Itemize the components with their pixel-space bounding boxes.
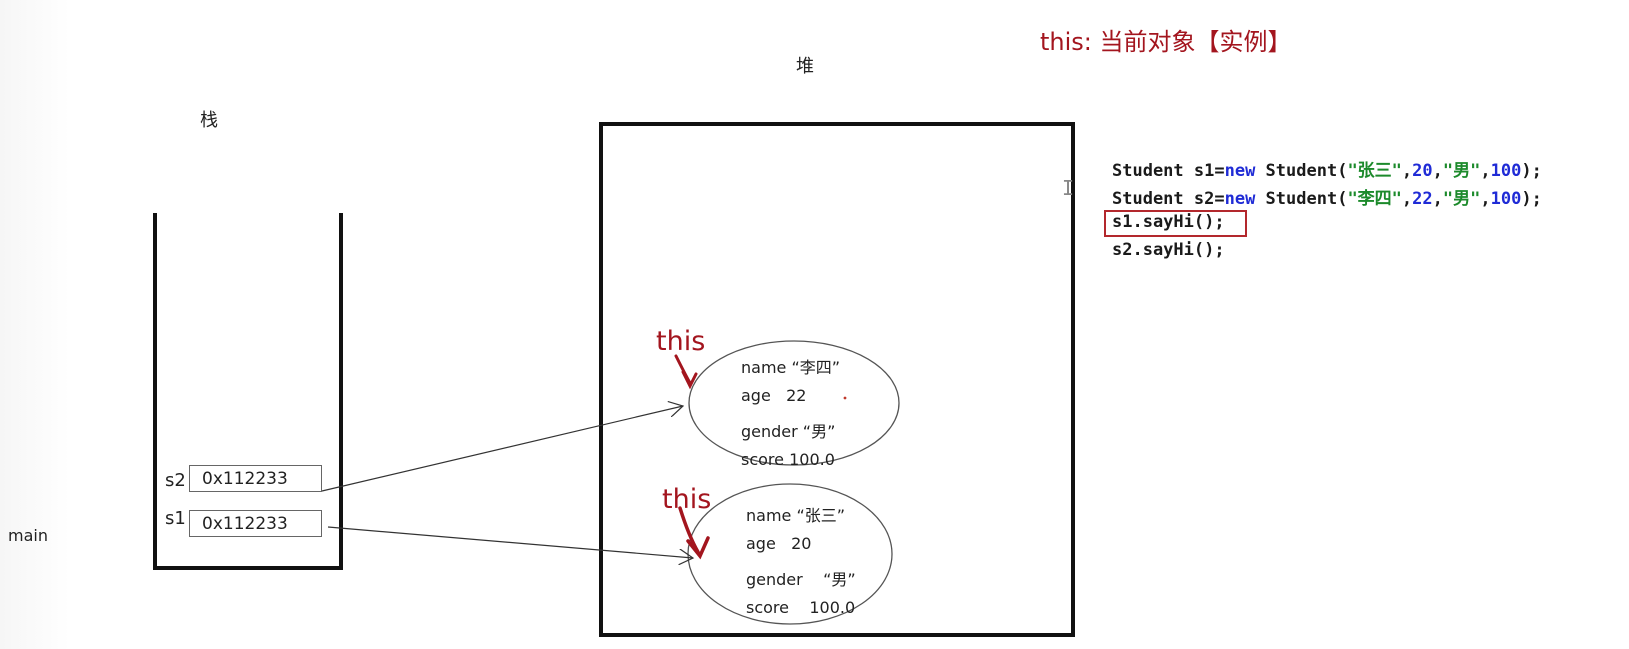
s1-address-box: 0x112233 (189, 510, 322, 537)
s1-var-label: s1 (165, 508, 186, 529)
zhangsan-name-field: name “张三” (746, 506, 846, 525)
main-label: main (8, 526, 48, 545)
s2-address-box: 0x112233 (189, 465, 322, 492)
text-cursor-icon: I (1062, 176, 1075, 200)
code-line-3: s1.sayHi(); (1112, 212, 1225, 232)
stack-label: 栈 (200, 110, 218, 131)
s2-var-label: s2 (165, 470, 186, 491)
zhangsan-age-field: age 20 (746, 534, 812, 553)
lisi-age-field: age 22 (741, 386, 807, 405)
heap-label: 堆 (796, 56, 814, 77)
zhangsan-gender-field: gender “男” (746, 570, 856, 589)
s2-reference-arrow (321, 406, 683, 492)
stray-dot (843, 396, 847, 400)
lisi-score-field: score 100.0 (741, 450, 835, 469)
stack-container (153, 213, 343, 570)
this-label-lisi: this (656, 326, 706, 357)
lisi-name-field: name “李四” (741, 358, 841, 377)
diagram-title: this: 当前对象【实例】 (1040, 28, 1292, 56)
this-arrow-lisi (674, 354, 698, 390)
zhangsan-score-field: score 100.0 (746, 598, 856, 617)
heap-container (599, 122, 1075, 637)
highlight-box (1104, 210, 1247, 237)
object-lisi-ellipse (688, 340, 900, 466)
code-line-1: Student s1=new Student("张三",20,"男",100); (1112, 161, 1542, 181)
this-label-zhangsan: this (662, 484, 712, 515)
this-arrow-zhangsan (678, 506, 710, 560)
lisi-gender-field: gender “男” (741, 422, 836, 441)
s1-reference-arrow (327, 526, 693, 558)
code-line-4: s2.sayHi(); (1112, 240, 1225, 260)
code-line-2: Student s2=new Student("李四",22,"男",100); (1112, 189, 1542, 209)
left-shade (0, 0, 70, 649)
